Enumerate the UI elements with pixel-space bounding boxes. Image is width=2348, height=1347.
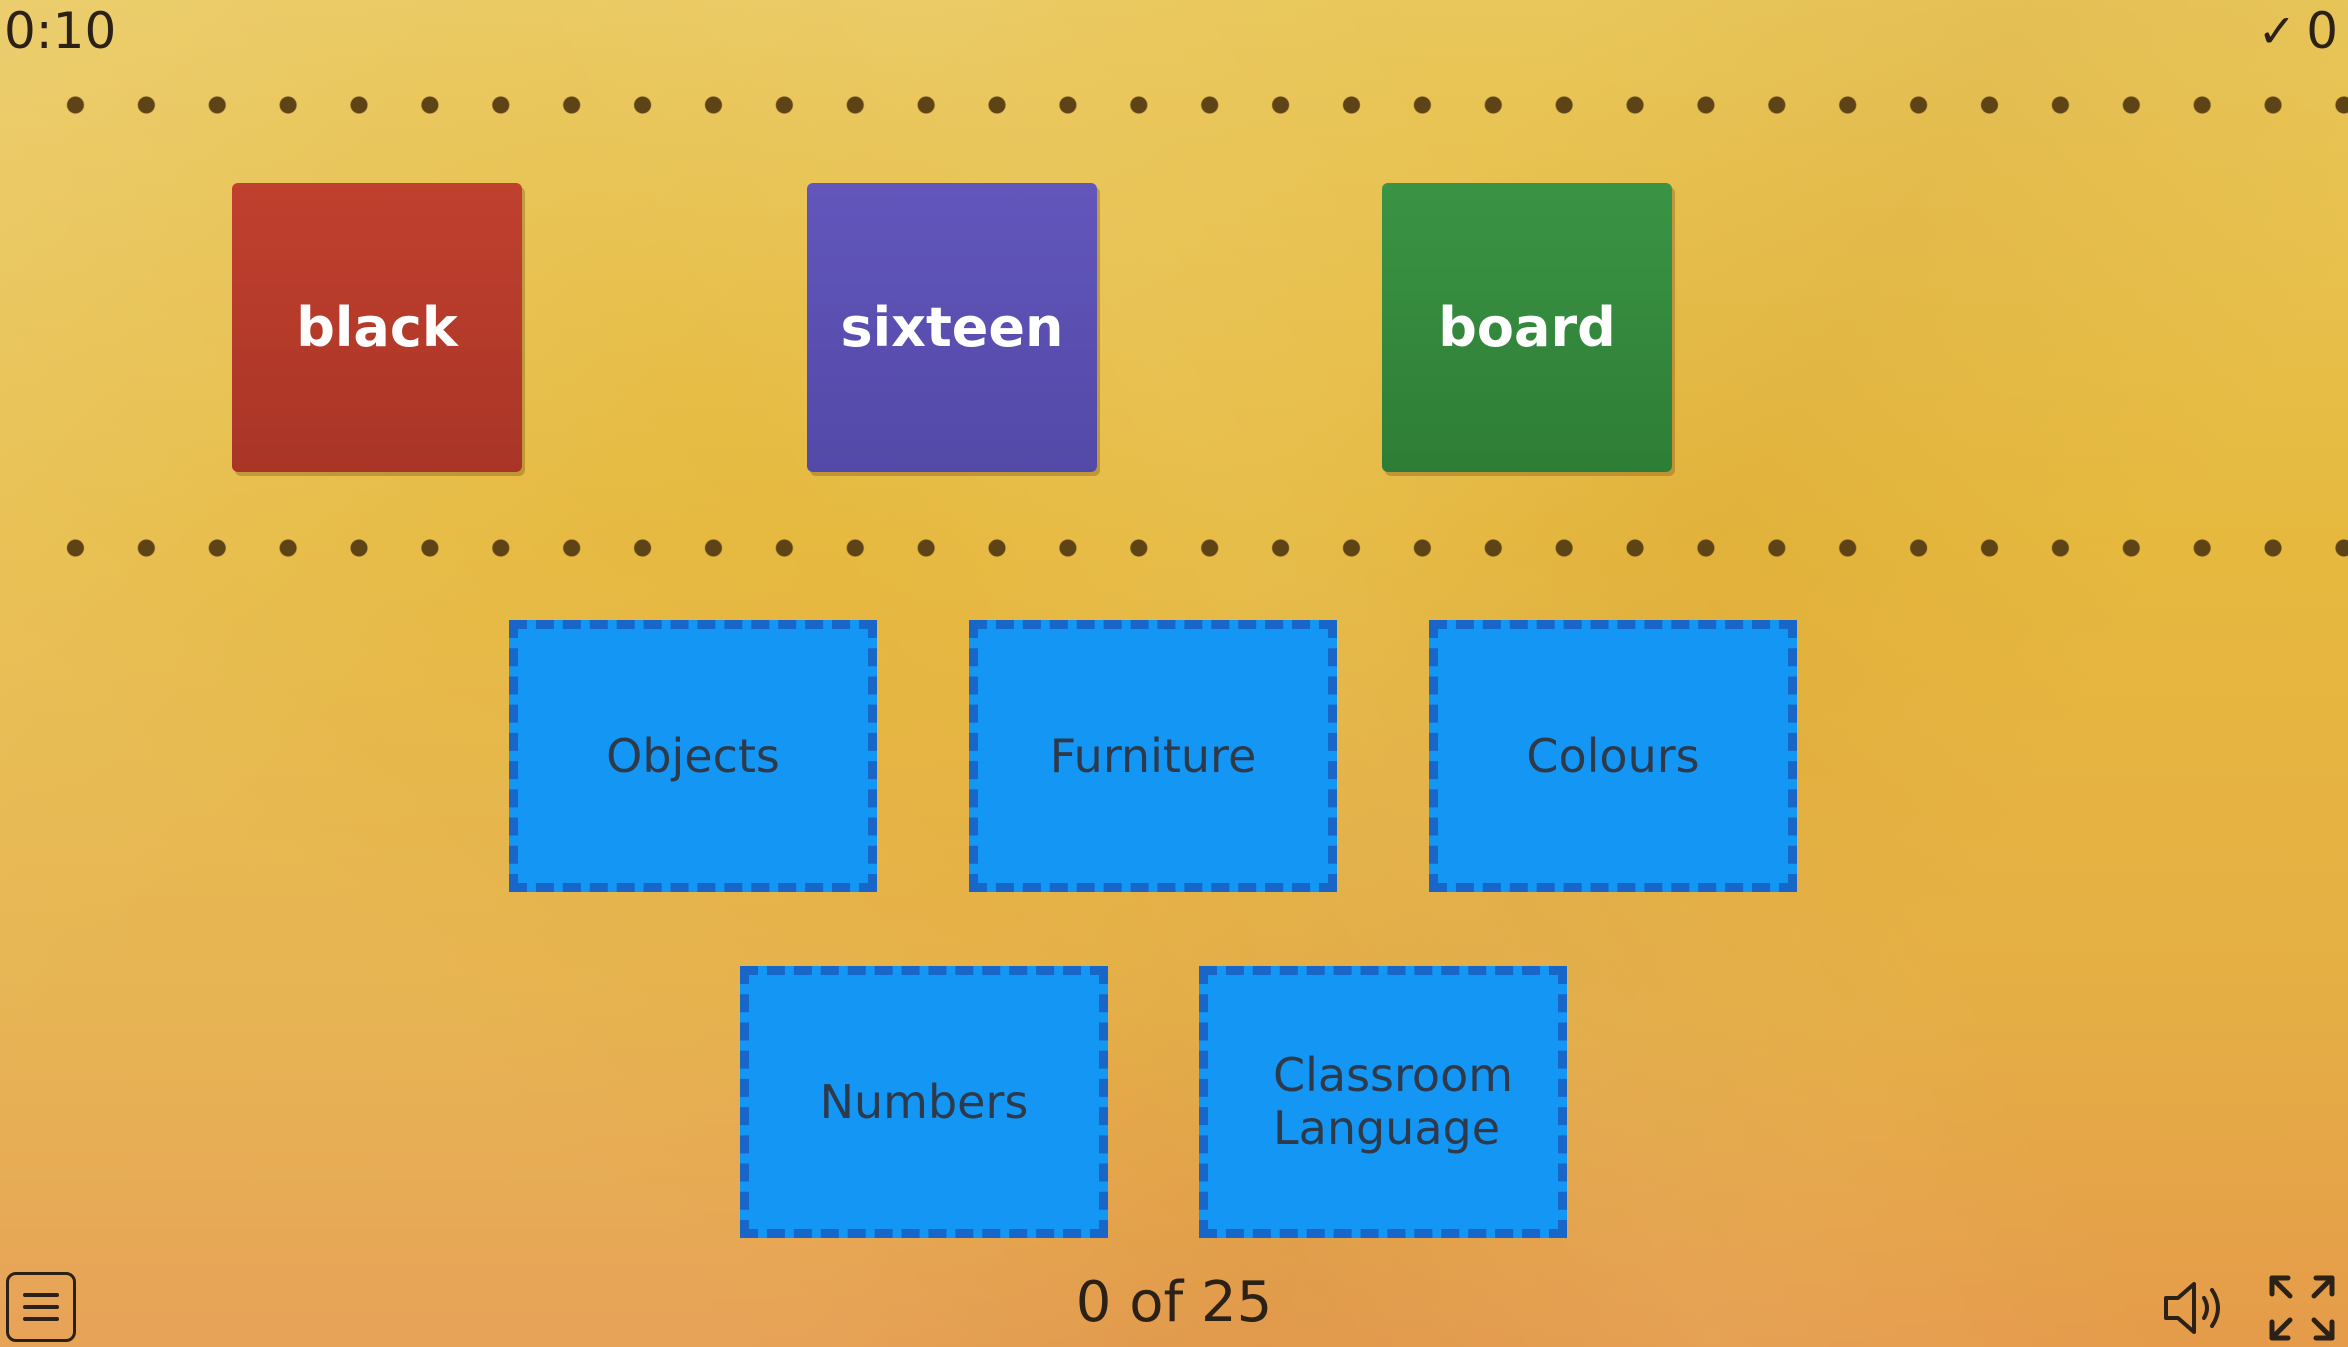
category-bin-colours[interactable]: Colours [1429, 620, 1797, 892]
category-bin-objects[interactable]: Objects [509, 620, 877, 892]
speaker-icon [2164, 1282, 2220, 1334]
timer: 0:10 [4, 2, 117, 60]
dotted-divider-middle [40, 539, 2348, 557]
word-card-black[interactable]: black [232, 183, 522, 472]
progress-indicator: 0 of 25 [1075, 1270, 1273, 1335]
menu-button[interactable] [6, 1272, 76, 1342]
category-label: Objects [606, 728, 780, 783]
menu-icon [23, 1293, 59, 1321]
check-icon: ✓ [2257, 4, 2297, 58]
category-bin-furniture[interactable]: Furniture [969, 620, 1337, 892]
category-label: Furniture [1049, 728, 1257, 783]
score-counter: ✓ 0 [2258, 2, 2338, 60]
category-label: Numbers [819, 1074, 1029, 1129]
fullscreen-button[interactable] [2268, 1274, 2336, 1342]
sound-button[interactable] [2160, 1276, 2232, 1340]
score-value: 0 [2306, 2, 2338, 60]
category-bin-numbers[interactable]: Numbers [740, 966, 1108, 1238]
word-card-sixteen[interactable]: sixteen [807, 183, 1097, 472]
category-label: Classroom Language [1273, 1048, 1514, 1155]
fullscreen-icon [2269, 1275, 2335, 1341]
word-card-board[interactable]: board [1382, 183, 1672, 472]
category-label: Colours [1526, 728, 1700, 783]
category-bin-classroom-language[interactable]: Classroom Language [1199, 966, 1567, 1238]
dotted-divider-top [40, 96, 2348, 114]
